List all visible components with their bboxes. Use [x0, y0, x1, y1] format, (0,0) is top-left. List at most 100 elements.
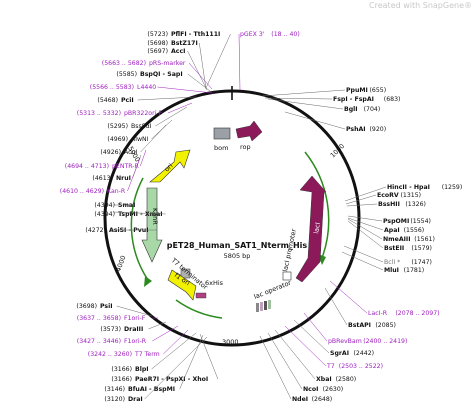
left-site-labels: (5723)PflFI - Tth111I(5698)BstZ17I(5697)…: [60, 31, 221, 402]
site-position: (704): [364, 106, 381, 113]
site-name: DraI: [128, 396, 143, 402]
leader-line: [341, 251, 384, 271]
site-position: (655): [370, 87, 387, 94]
primer-label: (5566 .. 5583)L4440: [90, 84, 156, 91]
site-label: (5697)AccI: [147, 48, 185, 55]
site-name: HincII - HpaI: [387, 184, 430, 191]
site-position: (3573): [100, 326, 121, 333]
site-name: BglI: [344, 106, 358, 113]
site-name: FspI - FspAI: [333, 96, 374, 103]
tick-4000: 4000: [114, 254, 127, 272]
site-position: (3637 .. 3658): [77, 315, 121, 322]
site-name: AcuI: [124, 149, 137, 156]
site-label: EcoRV(1315): [377, 192, 421, 199]
leader-line: [205, 33, 231, 89]
site-label: PpuMI(655): [346, 87, 386, 94]
site-position: (2442): [354, 350, 375, 357]
site-name: T7 Term: [134, 351, 160, 358]
site-position: (3166): [111, 376, 132, 383]
leader-line: [116, 305, 153, 317]
site-label: NcoI (2630): [303, 386, 343, 393]
site-position: (5313 .. 5332): [77, 110, 121, 117]
site-name: SgrAI: [330, 350, 349, 357]
site-name: AsiSI - PvuI: [109, 227, 149, 234]
site-name: SmaI: [118, 202, 135, 209]
site-label: PshAI(920): [346, 126, 386, 133]
site-label: (4613)NruI: [92, 175, 131, 182]
site-label: XbaI(2580): [316, 376, 356, 383]
site-name: pENTR-R: [112, 163, 140, 170]
site-position: (1554): [410, 218, 431, 225]
leader-line: [163, 329, 189, 355]
primer-label: (4610 .. 4629)Kan-R: [60, 188, 126, 195]
site-label: (5295)BssSαI: [107, 123, 151, 130]
leader-line: [345, 194, 377, 205]
site-position: (3242 .. 3260): [88, 351, 132, 358]
site-position: (2630): [323, 386, 344, 393]
leader-line: [112, 211, 166, 215]
bom-label: bom: [214, 144, 228, 152]
site-position: (920): [370, 126, 387, 133]
site-position: (5697): [147, 48, 168, 55]
site-name: BstAPI: [348, 322, 371, 329]
rop-feature: [235, 120, 263, 142]
site-name: BspQI - SapI: [140, 71, 183, 78]
f1-ori-feature: [167, 269, 197, 301]
leader-line: [267, 332, 303, 390]
site-name: BlpI: [135, 366, 149, 373]
site-name: pGEX 3': [240, 31, 265, 38]
site-name: pBR322ori-F: [124, 110, 163, 117]
site-position: (1315): [401, 192, 422, 199]
leader-line: [155, 106, 188, 127]
leader-line: [259, 335, 292, 400]
site-name: BclI *: [384, 259, 400, 266]
site-label: (3573)DraIII: [100, 326, 143, 333]
primer-label: (5313 .. 5332)pBR322ori-F: [77, 110, 163, 117]
site-label: (4394)SmaI: [94, 202, 135, 209]
leader-lines: [111, 33, 387, 400]
site-position: (3427 .. 3446): [77, 338, 121, 345]
site-label: (4926)AcuI: [100, 149, 137, 156]
laci-promoter-label: lacI promoter: [281, 228, 298, 273]
primer-label: (4694 .. 4713)pENTR-R: [65, 163, 140, 170]
site-name: LacI-R: [368, 310, 388, 317]
site-label: BstAPI(2085): [348, 322, 396, 329]
site-name: BstEII: [384, 245, 404, 252]
site-label: (4969)AlwNI: [107, 136, 148, 143]
site-position: (4272): [85, 227, 106, 234]
primer-label: (3637 .. 3658)F1ori-F: [77, 315, 146, 322]
site-name: PciI: [121, 97, 134, 104]
primer-label: pBRevBam(2400 .. 2419): [328, 338, 407, 345]
site-position: (4694 .. 4713): [65, 163, 109, 170]
leader-line: [284, 325, 327, 367]
site-label: (3698)PsiI: [76, 303, 112, 310]
site-position: (4926): [100, 149, 121, 156]
leader-line: [137, 96, 197, 101]
watermark-text: Created with SnapGene®: [369, 1, 472, 10]
site-position: (1259): [442, 184, 463, 191]
site-label: BstEII(1579): [384, 245, 432, 252]
his-tag-feature: [195, 292, 207, 299]
kanr-feature: [141, 187, 163, 263]
site-position: (4394): [94, 211, 115, 218]
site-position: (5468): [97, 97, 118, 104]
site-name: MluI: [384, 267, 399, 274]
kanr-label: KanR: [151, 208, 159, 225]
leader-line: [140, 124, 167, 153]
site-label: (4272)AsiSI - PvuI: [85, 227, 148, 234]
site-position: (5566 .. 5583): [90, 84, 134, 91]
site-name: EcoRV: [377, 192, 399, 199]
site-name: PflFI - Tth111I: [171, 31, 220, 38]
leader-line: [347, 220, 384, 249]
lac-operator-label: lac operator: [253, 279, 293, 301]
site-position: (1326): [405, 201, 426, 208]
leader-line: [144, 336, 208, 400]
site-label: SgrAI (2442): [330, 350, 374, 357]
site-label: BclI *(1747): [384, 259, 432, 266]
site-label: BglI (704): [344, 106, 380, 113]
site-name: BstZ17I: [171, 40, 198, 47]
leader-line: [264, 97, 333, 100]
leader-line: [199, 333, 219, 380]
primer-label: pGEX 3'(18 .. 40): [240, 31, 300, 38]
site-name: NcoI: [303, 386, 318, 393]
